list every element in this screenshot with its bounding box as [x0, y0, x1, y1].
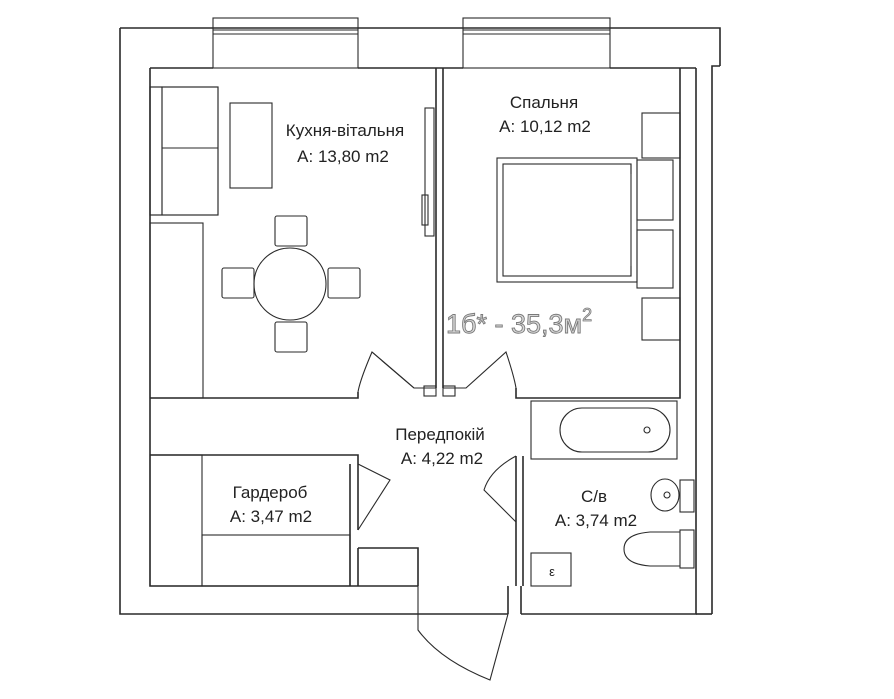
nightstand-bottom-icon	[636, 229, 674, 289]
wardrobe-bedroom-icon	[641, 112, 681, 341]
room-area-bathroom: A: 3,74 m2	[555, 511, 637, 530]
partition-kitchen	[421, 107, 435, 237]
door-bedroom	[442, 351, 517, 397]
room-name-bathroom: С/в	[581, 487, 607, 506]
total-area-superscript: 2	[582, 305, 592, 325]
room-area-wardrobe: A: 3,47 m2	[230, 507, 312, 526]
room-area-bedroom: A: 10,12 m2	[499, 117, 591, 136]
dining-table-icon	[221, 215, 361, 353]
door-bathroom	[483, 455, 517, 523]
sofa-icon	[149, 86, 219, 216]
room-name-kitchen: Кухня-вітальня	[286, 121, 404, 140]
total-area-label: 1б* - 35,3м2	[446, 305, 592, 339]
kitchen-counter-icon	[149, 222, 204, 399]
sink-icon	[650, 478, 695, 513]
bed-icon	[496, 157, 638, 283]
door-kitchen	[357, 351, 437, 397]
wardrobe-shelf-icon	[149, 454, 351, 587]
bathtub-icon	[530, 400, 678, 460]
window-bedroom	[462, 17, 611, 69]
window-kitchen	[212, 17, 359, 69]
coffee-table-icon	[229, 102, 273, 189]
room-area-hallway: A: 4,22 m2	[401, 449, 483, 468]
room-name-wardrobe: Гардероб	[233, 483, 308, 502]
door-wardrobe	[357, 463, 391, 531]
room-name-hallway: Передпокій	[395, 425, 485, 444]
total-area-text: 1б* - 35,3м	[446, 309, 582, 339]
room-area-kitchen: A: 13,80 m2	[297, 147, 389, 166]
toilet-icon	[623, 529, 695, 569]
room-name-bedroom: Спальня	[510, 93, 578, 112]
utility-meter-icon	[530, 552, 572, 587]
meter-symbol: ε	[549, 564, 555, 579]
nightstand-top-icon	[636, 159, 674, 221]
door-entrance	[417, 586, 509, 681]
